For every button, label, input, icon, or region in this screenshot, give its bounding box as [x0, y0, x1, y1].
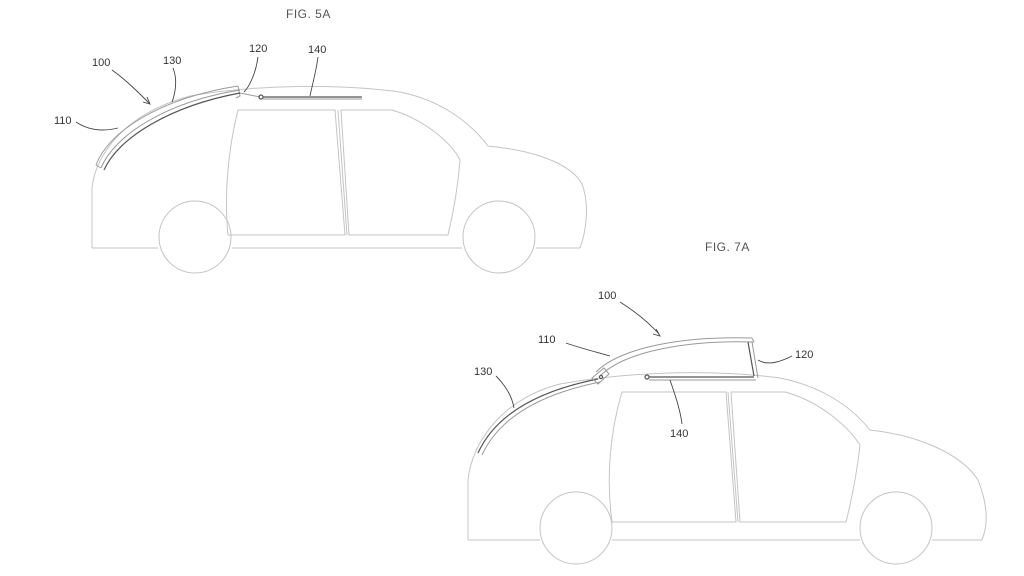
label-120-5a: 120: [249, 43, 267, 55]
fig-5a: 100 130 110 120 140: [54, 43, 587, 274]
label-110-7a: 110: [538, 334, 556, 346]
fig-7a-title: FIG. 7A: [705, 240, 750, 254]
vehicle-body-5a: [91, 85, 587, 249]
vehicle-body-7a: [467, 372, 987, 541]
label-120-7a: 120: [795, 349, 813, 361]
label-140-7a: 140: [670, 428, 688, 440]
front-wheel-7a: [539, 491, 613, 565]
label-100-5a: 100: [92, 57, 110, 69]
fig-5a-title: FIG. 5A: [286, 7, 331, 21]
label-110-5a: 110: [54, 115, 72, 127]
rear-wheel-5a: [462, 200, 536, 274]
fig-7a: 100 110 130 120 140: [467, 290, 987, 565]
label-140-5a: 140: [308, 44, 326, 56]
rear-wheel-7a: [859, 491, 933, 565]
canopy-assembly-7a: [477, 337, 759, 456]
label-130-7a: 130: [474, 366, 492, 378]
canopy-assembly-5a: [95, 85, 362, 171]
label-130-5a: 130: [163, 55, 181, 67]
front-wheel-5a: [158, 200, 232, 274]
reference-labels-5a: 100 130 110 120 140: [54, 43, 326, 131]
reference-labels-7a: 100 110 130 120 140: [474, 290, 813, 440]
label-100-7a: 100: [598, 290, 616, 302]
